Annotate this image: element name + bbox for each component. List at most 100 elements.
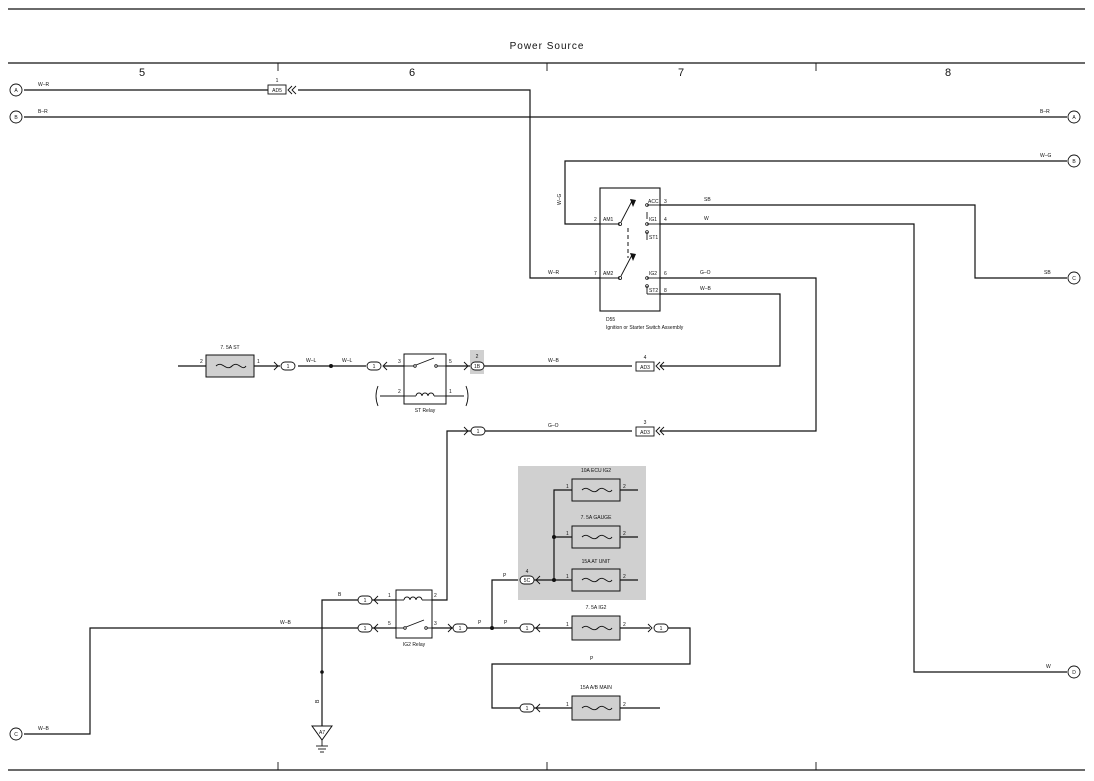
wire-label: W–R	[548, 270, 560, 276]
svg-text:1: 1	[566, 702, 569, 708]
inline-connector: 1	[357, 595, 379, 605]
svg-text:2: 2	[476, 354, 479, 360]
svg-text:1: 1	[364, 598, 367, 604]
svg-text:1: 1	[566, 574, 569, 580]
connector-tag-ad3-go: AD3 3	[635, 420, 665, 437]
svg-text:1: 1	[566, 622, 569, 628]
svg-text:AD3: AD3	[640, 430, 650, 436]
svg-text:7. 5A GAUGE: 7. 5A GAUGE	[581, 515, 613, 521]
inline-connector: 1	[357, 623, 379, 633]
wire-label: W–B	[280, 620, 292, 626]
connector-tag-ad3-st: AD3 4	[635, 355, 665, 372]
wire-label: G–O	[700, 270, 711, 276]
inline-connector: 1	[447, 623, 468, 633]
svg-text:7. 5A ST: 7. 5A ST	[220, 345, 239, 351]
svg-text:1: 1	[526, 626, 529, 632]
fuse-gauge: 7. 5A GAUGE 1 2	[566, 515, 626, 549]
wire-label: P	[590, 656, 594, 662]
connector-d-right: D	[1067, 665, 1081, 679]
switch-name: Ignition or Starter Switch Assembly	[606, 325, 684, 331]
switch-pin-number: 7	[594, 271, 597, 277]
switch-pin-label: AM1	[603, 217, 614, 223]
relay-pin: 1	[388, 593, 391, 599]
svg-text:1: 1	[276, 78, 279, 84]
svg-text:15A A/B MAIN: 15A A/B MAIN	[580, 685, 612, 691]
wire-label: W–G	[1040, 153, 1052, 159]
svg-text:3: 3	[644, 420, 647, 426]
svg-text:B: B	[14, 115, 18, 121]
diagram-title: Power Source	[510, 41, 585, 52]
svg-text:A7: A7	[319, 730, 325, 736]
svg-text:A: A	[14, 88, 18, 94]
relay-pin: 3	[398, 359, 401, 365]
st-relay	[375, 353, 469, 407]
svg-text:2: 2	[623, 574, 626, 580]
connector-b-left: B	[9, 110, 23, 124]
switch-pin-label: ST1	[649, 235, 658, 241]
svg-text:1: 1	[287, 364, 290, 370]
svg-text:1: 1	[373, 364, 376, 370]
wire-label: B	[315, 699, 321, 703]
switch-pin-label: IG2	[649, 271, 657, 277]
switch-pin-number: 3	[664, 199, 667, 205]
switch-code: D55	[606, 317, 615, 323]
wire-junction	[490, 626, 494, 630]
svg-text:D: D	[1072, 670, 1076, 676]
switch-pin-number: 8	[664, 288, 667, 294]
switch-pin-label: ACC	[648, 199, 659, 205]
ig2-relay	[395, 589, 433, 639]
svg-text:1: 1	[526, 706, 529, 712]
wire-label: W–R	[38, 82, 50, 88]
relay-pin: 2	[434, 593, 437, 599]
relay-pin: 1	[449, 389, 452, 395]
connector-a-left: A	[9, 83, 23, 97]
fuse-ecu-ig2: 10A ECU IG2 1 2	[566, 468, 626, 502]
inline-connector: 1	[366, 361, 388, 371]
switch-pin-label: ST2	[649, 288, 658, 294]
svg-text:2: 2	[623, 622, 626, 628]
svg-text:4: 4	[526, 569, 529, 575]
inline-connector: 1	[519, 623, 541, 633]
wire-paths	[24, 89, 1067, 735]
relay-name: IG2 Relay	[403, 642, 426, 648]
fuse-at-unit: 15A AT UNIT 1 2	[566, 559, 626, 592]
wire-label: B–R	[1040, 109, 1050, 115]
wire-label: W	[1046, 664, 1051, 670]
svg-text:1: 1	[257, 359, 260, 365]
wire-junction	[329, 364, 333, 368]
junction-block-1b: 1B 2	[463, 350, 485, 374]
wire-label: W–L	[342, 358, 353, 364]
svg-text:2: 2	[623, 484, 626, 490]
inline-connector: 1	[647, 623, 669, 633]
column-number: 7	[678, 67, 684, 79]
wire-label: W–B	[548, 358, 560, 364]
connector-c-right: C	[1067, 271, 1081, 285]
svg-text:2: 2	[623, 702, 626, 708]
svg-text:AD5: AD5	[272, 88, 282, 94]
column-number: 5	[139, 67, 145, 79]
connector-a-right: A	[1067, 110, 1081, 124]
diagram-frame	[8, 8, 1085, 771]
connector-tag-ad5: AD5 1	[267, 78, 297, 95]
svg-text:AD3: AD3	[640, 365, 650, 371]
svg-text:1: 1	[477, 429, 480, 435]
connector-b-right: B	[1067, 154, 1081, 168]
switch-pin-label: IG1	[649, 217, 657, 223]
switch-pin-number: 2	[594, 217, 597, 223]
svg-text:10A ECU IG2: 10A ECU IG2	[581, 468, 611, 474]
fuse-ig2: 7. 5A IG2 1 2	[566, 605, 626, 641]
wire-label: W–B	[38, 726, 50, 732]
relay-pin: 2	[398, 389, 401, 395]
connector-c-left: C	[9, 727, 23, 741]
wire-label: W–G	[557, 194, 563, 206]
column-number: 6	[409, 67, 415, 79]
inline-connector: 1	[463, 426, 486, 436]
ignition-switch	[599, 187, 661, 312]
svg-text:C: C	[1072, 276, 1076, 282]
relay-pin: 5	[449, 359, 452, 365]
svg-text:2: 2	[623, 531, 626, 537]
svg-text:7. 5A IG2: 7. 5A IG2	[586, 605, 607, 611]
wire-label: P	[478, 620, 482, 626]
svg-text:1: 1	[566, 484, 569, 490]
